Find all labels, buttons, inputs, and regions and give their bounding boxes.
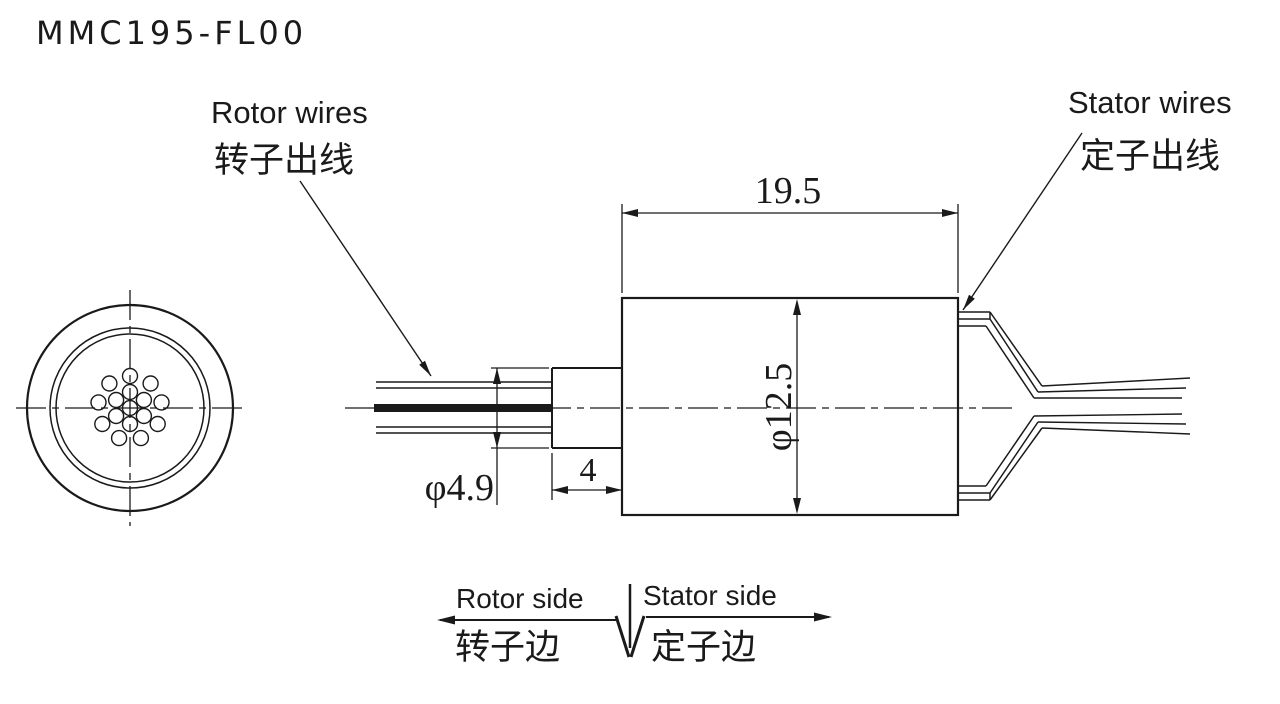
stator-wires-leader (962, 132, 1083, 311)
drawing-title: MMC195-FL00 (36, 14, 307, 52)
dimension-body-diameter: φ12.5 (758, 299, 801, 514)
dimension-wire-bundle: φ4.9 (425, 367, 549, 509)
rotor-wires-leader (299, 180, 432, 377)
rotor-wires-label-en: Rotor wires (211, 95, 368, 130)
side-view (345, 296, 1191, 517)
side-divider-arrow (614, 584, 646, 658)
rotor-side-label-en: Rotor side (456, 583, 584, 614)
rotor-side-arrow (437, 615, 618, 625)
stator-end (958, 311, 1043, 501)
front-view (16, 290, 244, 526)
rotor-leader-arrowhead (419, 360, 431, 376)
dim-arrow-down (793, 498, 801, 514)
dim-wire-bundle-text: φ4.9 (425, 467, 494, 509)
stator-wires-label-zh: 定子出线 (1080, 137, 1220, 177)
dim-arrow-left (622, 209, 638, 217)
dim-arrow-right (942, 209, 958, 217)
stator-wires (1033, 377, 1191, 435)
dim-body-length-text: 19.5 (755, 170, 822, 212)
dim-arrow-down (493, 432, 501, 448)
dimension-body-length: 19.5 (621, 170, 959, 293)
stator-leader-arrowhead (963, 294, 975, 310)
stator-wires-label-en: Stator wires (1068, 85, 1232, 120)
dim-collar-length-text: 4 (580, 452, 597, 489)
dim-body-diameter-text: φ12.5 (758, 363, 800, 451)
dim-arrow-left (552, 486, 568, 494)
rotor-wires-label-zh: 转子出线 (214, 141, 354, 181)
rotor-side-label-zh: 转子边 (455, 628, 560, 668)
stator-side-label-en: Stator side (643, 580, 777, 611)
side-legend: Rotor side Stator side 转子边 定子边 (437, 580, 832, 668)
stator-side-label-zh: 定子边 (651, 628, 756, 668)
dim-arrow-right (606, 486, 622, 494)
dim-arrow-up (493, 368, 501, 384)
stator-side-arrow (646, 612, 832, 622)
slip-ring-body (620, 296, 960, 517)
dimension-collar-length: 4 (551, 452, 622, 500)
dim-arrow-up (793, 299, 801, 315)
